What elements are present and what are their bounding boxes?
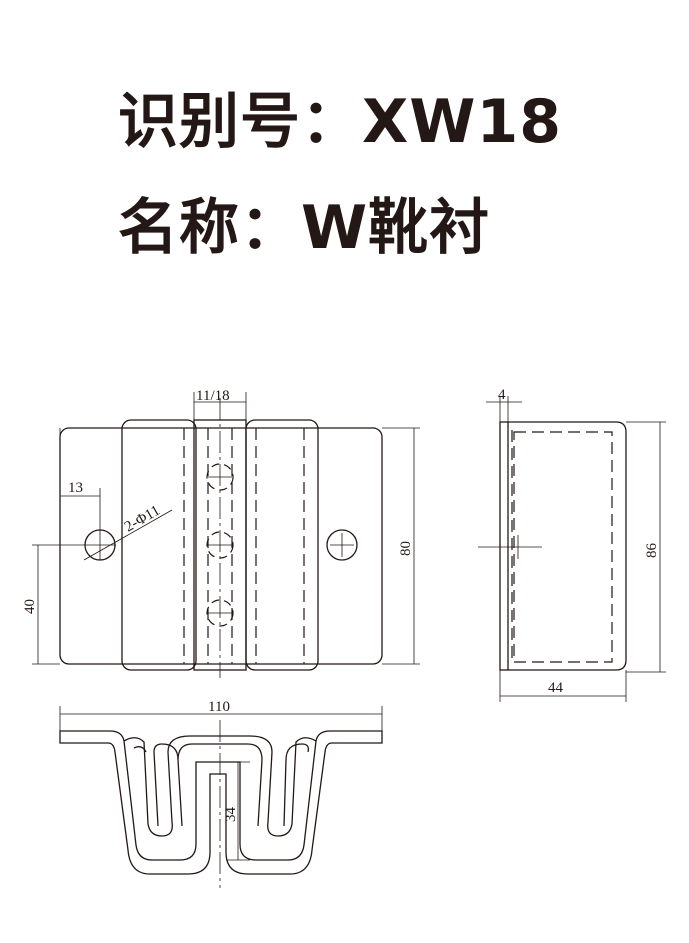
slot-hole (206, 599, 234, 627)
mounting-hole-right (326, 529, 358, 561)
dim-height-86: 86 (644, 543, 660, 559)
part-name-title: 名称：W靴衬 (118, 193, 491, 263)
dim-slot-width: 11/18 (196, 388, 230, 404)
end-view: 110 34 (59, 699, 383, 888)
end-profile-inner-2 (133, 743, 310, 827)
leader-line (83, 509, 173, 561)
right-channel-outline (245, 419, 319, 671)
side-view: 4 86 44 (478, 387, 666, 702)
dim-height-80: 80 (398, 541, 414, 556)
front-view: 11/18 13 2-Φ11 80 40 (22, 388, 420, 678)
dim-depth-34: 34 (223, 807, 239, 823)
dim-depth-44: 44 (548, 680, 564, 696)
dim-thickness: 4 (498, 387, 506, 403)
back-plate-outline (499, 421, 509, 671)
dim-hole-callout: 2-Φ11 (122, 503, 163, 536)
left-channel-outline (121, 419, 197, 671)
side-body-outline (508, 421, 627, 671)
base-plate-outline (59, 427, 383, 665)
dim-width-110: 110 (208, 699, 230, 715)
end-profile-outer (59, 730, 383, 875)
side-inner-hidden (513, 431, 613, 663)
dim-height-40: 40 (22, 599, 38, 614)
dim-hole-offset: 13 (68, 480, 83, 496)
part-id-title: 识别号：XW18 (118, 87, 562, 157)
